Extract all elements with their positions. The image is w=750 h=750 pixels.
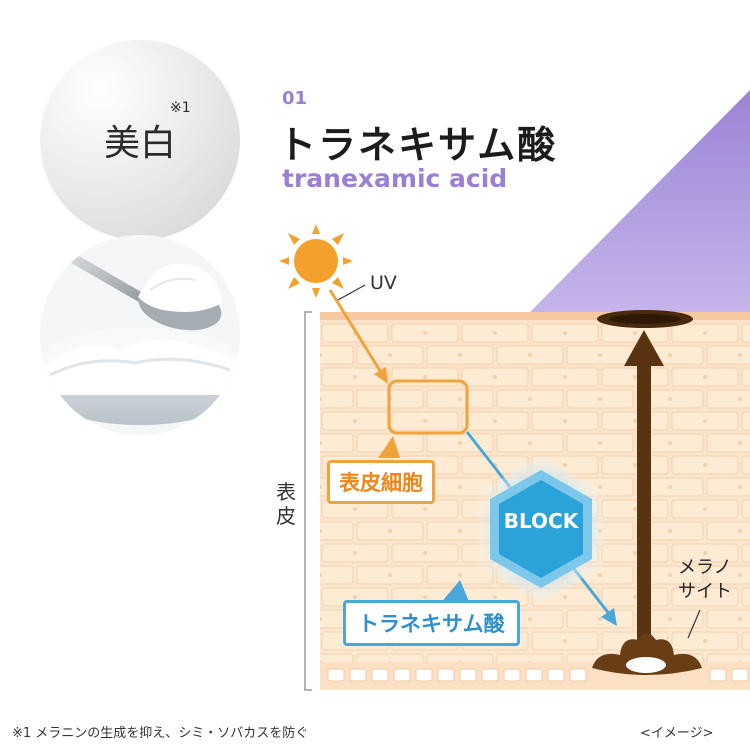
basal-cells xyxy=(327,668,749,682)
highlighted-cell xyxy=(387,379,469,435)
epidermis-label-char: 表 xyxy=(276,480,296,504)
epidermis-bracket xyxy=(304,311,312,691)
uv-leader-line xyxy=(337,284,366,301)
badge-label: 美白 xyxy=(103,123,176,164)
footnote: ※1 メラニンの生成を抑え、シミ・ソバカスを防ぐ xyxy=(12,726,309,741)
melanin-up-arrow xyxy=(624,330,664,648)
block-label: BLOCK xyxy=(503,509,579,533)
melanocyte-label: メラノ サイト xyxy=(678,556,732,604)
ingredient-title: トラネキサム酸 xyxy=(278,123,558,167)
melanocyte-leader-line xyxy=(687,609,701,639)
block-arrow-head xyxy=(601,608,617,626)
epidermal-cell-callout: 表皮細胞 xyxy=(327,460,435,504)
image-note: <イメージ> xyxy=(640,726,714,741)
melanocyte-label-line1: メラノ xyxy=(678,557,732,578)
light-beam-triangle xyxy=(530,90,750,312)
badge-footnote-mark: ※1 xyxy=(170,100,191,116)
powder-photo xyxy=(40,235,240,435)
tranexamic-acid-callout: トラネキサム酸 xyxy=(343,600,520,646)
block-hexagon xyxy=(478,456,604,602)
powder-spoon-image xyxy=(40,235,240,435)
uv-arrow xyxy=(328,289,384,375)
section-number: 01 xyxy=(282,88,308,109)
uv-arrow-head xyxy=(374,367,388,384)
melanocyte-icon xyxy=(592,633,702,675)
epidermis-label: 表皮 xyxy=(276,480,298,528)
cell-callout-pointer xyxy=(378,436,400,458)
melanocyte-label-line2: サイト xyxy=(678,581,732,602)
uv-label: UV xyxy=(370,272,397,294)
sun-icon xyxy=(279,224,353,298)
ingredient-subtitle: tranexamic acid xyxy=(282,164,508,193)
epidermis-label-char: 皮 xyxy=(276,504,296,528)
skin-surface xyxy=(320,312,750,320)
acid-callout-pointer xyxy=(440,580,470,604)
whitening-badge: 美白 ※1 xyxy=(40,40,240,240)
